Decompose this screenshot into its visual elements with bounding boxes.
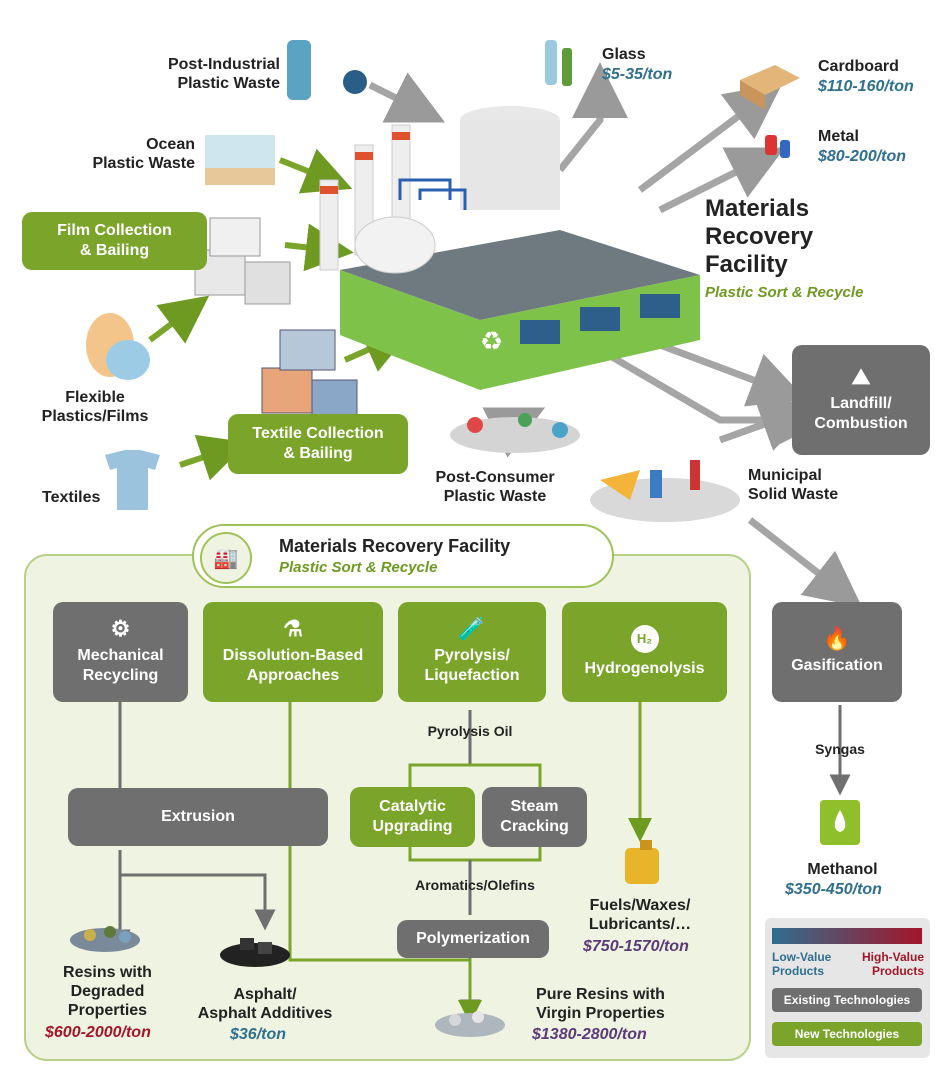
flask-icon: ⚗ <box>283 616 303 641</box>
label-pure-resins: Pure Resins with Virgin Properties <box>536 986 665 1022</box>
recycle-icon: ♻ <box>480 327 503 357</box>
degraded-resin-icon <box>70 926 140 952</box>
label-post-industrial: Post-Industrial Plastic Waste <box>167 56 280 92</box>
asphalt-icon <box>220 938 290 967</box>
price-asphalt: $36/ton <box>230 1026 287 1043</box>
price-fuels: $750-1570/ton <box>583 938 689 955</box>
label-metal: Metal <box>818 128 859 145</box>
price-metal: $80-200/ton <box>818 148 907 165</box>
price-methanol: $350-450/ton <box>785 881 882 898</box>
label-flexible: Flexible Plastics/Films <box>41 389 149 425</box>
label-pyrolysis-oil: Pyrolysis Oil <box>427 723 513 739</box>
flexible-plastic-icon <box>86 313 150 380</box>
arrow-to-metal <box>658 147 786 214</box>
extrusion-box: Extrusion <box>68 788 328 846</box>
post-industrial-icon <box>287 40 367 100</box>
factory-icon: 🏭 <box>200 532 252 584</box>
h2-icon: H₂ <box>630 625 659 653</box>
label-post-consumer: Post-Consumer Plastic Waste <box>435 469 555 505</box>
gasification-label: Gasification <box>791 657 883 674</box>
facility-title: Materials Recovery Facility <box>705 195 814 278</box>
label-textiles: Textiles <box>42 489 101 506</box>
pyrolysis-box: 🧪 Pyrolysis/ Liquefaction <box>398 602 546 702</box>
arrow-to-glass <box>557 62 628 173</box>
methanol-barrel-icon <box>820 800 860 845</box>
label-resins-degraded: Resins with Degraded Properties <box>63 964 152 1019</box>
catalytic-upgrading-box: Catalytic Upgrading <box>350 787 475 847</box>
post-consumer-pile-icon <box>450 413 580 453</box>
label-ocean: Ocean Plastic Waste <box>92 136 195 172</box>
price-glass: $5-35/ton <box>602 66 673 83</box>
film-collection-box: Film Collection & Bailing <box>22 212 207 270</box>
pure-resin-icon <box>435 1011 505 1037</box>
mechanical-label: Mechanical Recycling <box>77 647 164 684</box>
mechanical-recycling-box: ⚙ Mechanical Recycling <box>53 602 188 702</box>
value-gradient-bar <box>772 928 922 944</box>
price-cardboard: $110-160/ton <box>818 78 914 95</box>
film-bale-illustration <box>194 217 291 305</box>
legend-low: Low-Value Products <box>772 950 832 978</box>
price-pure-resins: $1380-2800/ton <box>532 1026 647 1043</box>
pyrolysis-label: Pyrolysis/ Liquefaction <box>424 647 520 684</box>
panel-subtitle: Plastic Sort & Recycle <box>279 559 438 576</box>
fuel-jug-icon <box>625 840 659 884</box>
label-methanol: Methanol <box>807 861 878 878</box>
metal-icon <box>765 135 790 158</box>
arrow-ocean <box>278 148 353 194</box>
panel-title-badge: 🏭 Materials Recovery Facility Plastic So… <box>192 524 614 588</box>
dissolution-box: ⚗ Dissolution-Based Approaches <box>203 602 383 702</box>
legend-high: High-Value Products <box>861 950 924 978</box>
legend-new: New Technologies <box>772 1022 922 1046</box>
landfill-label: Landfill/ Combustion <box>814 395 908 432</box>
landfill-icon: ⛰ <box>851 364 871 389</box>
arrow-msw-landfill <box>718 398 817 451</box>
label-cardboard: Cardboard <box>818 58 899 75</box>
label-syngas: Syngas <box>815 741 865 757</box>
landfill-box: ⛰ Landfill/ Combustion <box>792 345 930 455</box>
price-resins-degraded: $600-2000/ton <box>45 1024 151 1041</box>
cardboard-icon <box>740 65 800 110</box>
ocean-waste-icon <box>205 135 275 185</box>
arrow-flexible <box>148 295 210 344</box>
facility-subtitle: Plastic Sort & Recycle <box>705 284 864 301</box>
glass-icon <box>545 40 572 86</box>
dissolution-label: Dissolution-Based Approaches <box>222 647 364 684</box>
label-fuels: Fuels/Waxes/ Lubricants/… <box>588 897 692 933</box>
textile-bale-illustration <box>261 329 358 421</box>
polymerization-box: Polymerization <box>397 920 549 958</box>
label-aromatics: Aromatics/Olefins <box>415 877 535 893</box>
gear-icon: ⚙ <box>110 616 131 641</box>
panel-title: Materials Recovery Facility <box>279 536 511 556</box>
fire-icon: 🔥 <box>823 626 851 651</box>
hydrogenolysis-box: H₂ Hydrogenolysis <box>562 602 727 702</box>
gasification-box: 🔥 Gasification <box>772 602 902 702</box>
shirt-icon <box>105 450 160 510</box>
facility-illustration: ♻ <box>319 106 700 390</box>
hydrogenolysis-label: Hydrogenolysis <box>584 660 705 677</box>
arrow-textiles <box>179 434 248 481</box>
msw-pile-icon <box>590 460 740 522</box>
arrow-msw-gasification <box>747 517 863 608</box>
label-glass: Glass <box>602 46 646 63</box>
arrow-post-industrial <box>368 72 446 123</box>
label-asphalt: Asphalt/ Asphalt Additives <box>197 986 333 1022</box>
test-tube-icon: 🧪 <box>458 616 486 641</box>
legend-existing: Existing Technologies <box>772 988 922 1012</box>
label-msw: Municipal Solid Waste <box>748 467 839 503</box>
textile-collection-box: Textile Collection & Bailing <box>228 414 408 474</box>
arrow-to-cardboard <box>637 83 783 193</box>
steam-cracking-box: Steam Cracking <box>482 787 587 847</box>
